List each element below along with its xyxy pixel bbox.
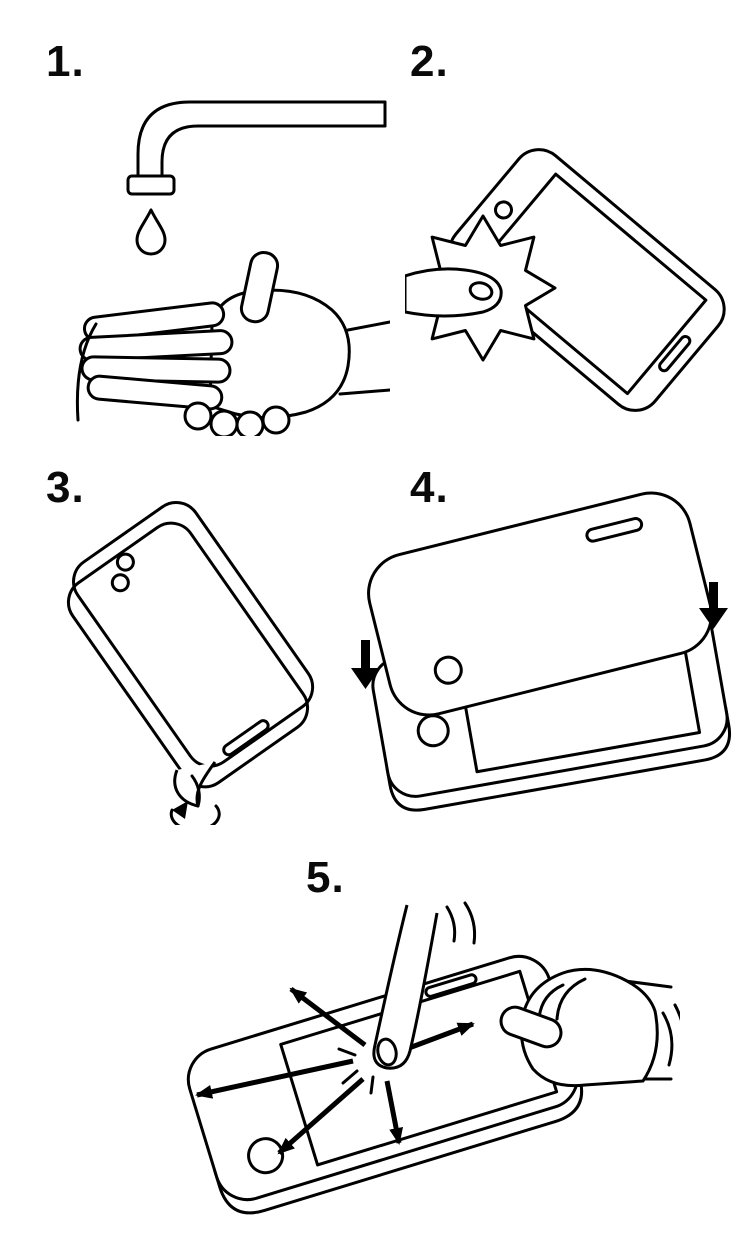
step-2-label: 2. bbox=[410, 37, 449, 86]
illustration-peel-backing bbox=[30, 490, 340, 825]
step-1-label: 1. bbox=[46, 37, 85, 86]
peel-tab bbox=[173, 761, 217, 808]
pressing-finger bbox=[372, 901, 477, 1070]
down-arrow-right-icon bbox=[699, 582, 728, 629]
protector-sheets bbox=[66, 501, 315, 789]
down-arrow-left-icon bbox=[351, 640, 380, 689]
protector-sheet bbox=[367, 491, 713, 717]
illustration-align-protector bbox=[345, 482, 745, 822]
thumb bbox=[405, 267, 503, 318]
phone-outline bbox=[448, 148, 726, 412]
faucet-icon bbox=[126, 100, 387, 196]
holding-hand bbox=[499, 967, 680, 1088]
step-4-label: 4. bbox=[410, 463, 449, 512]
holding-thumb bbox=[499, 1005, 563, 1049]
press-impact-lines bbox=[337, 1047, 375, 1095]
step-5-label: 5. bbox=[306, 853, 345, 902]
water-drop-icon bbox=[135, 208, 167, 256]
spread-arrows-icon bbox=[195, 987, 475, 1155]
illustration-wipe-screen bbox=[405, 128, 740, 428]
peel-arrow-icon bbox=[169, 801, 221, 825]
illustration-wash-hands bbox=[40, 84, 390, 436]
washing-hands bbox=[75, 250, 390, 436]
illustration-press-smooth bbox=[115, 893, 680, 1225]
step-3-label: 3. bbox=[46, 463, 85, 512]
